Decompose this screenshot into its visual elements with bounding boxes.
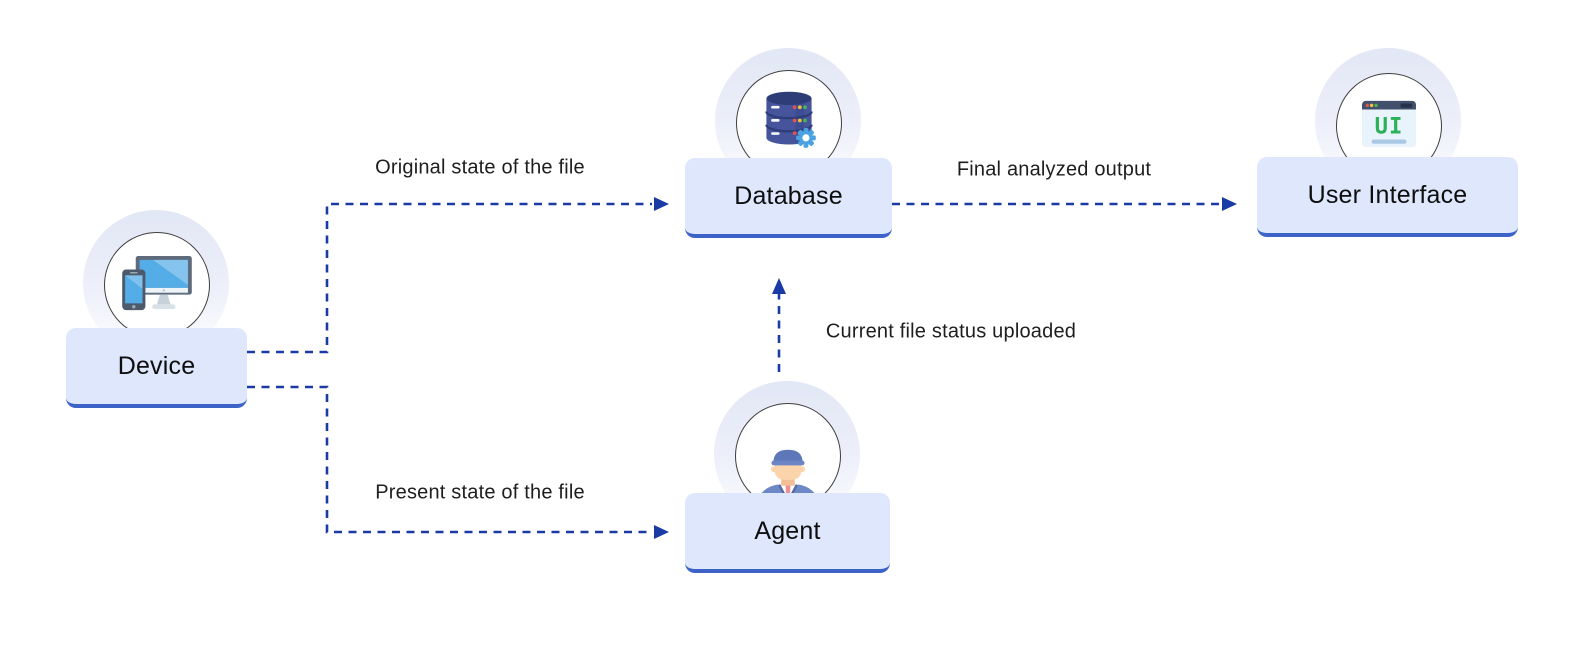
arrowhead-to-agent-icon xyxy=(654,525,669,539)
agent-icon-circle xyxy=(735,403,841,509)
edge-label-final-output: Final analyzed output xyxy=(956,158,1152,181)
browser-ui-icon: UI xyxy=(1361,100,1417,148)
device-icon-circle xyxy=(104,232,210,338)
edge-device-to-agent-line xyxy=(247,385,652,534)
agent-box: Agent xyxy=(685,493,890,573)
database-with-gear-icon xyxy=(765,91,816,148)
database-label: Database xyxy=(734,181,843,210)
user-interface-box: User Interface xyxy=(1257,157,1518,237)
arrowhead-up-to-database-icon xyxy=(772,278,786,294)
database-box: Database xyxy=(685,158,892,238)
device-box: Device xyxy=(66,328,247,408)
arrowhead-to-database-icon xyxy=(654,197,669,211)
edge-device-to-database-line xyxy=(247,202,652,354)
arrowhead-to-ui-icon xyxy=(1222,197,1237,211)
desktop-and-phone-icon xyxy=(122,256,192,311)
agent-label: Agent xyxy=(754,516,821,545)
edge-label-current-status: Current file status uploaded xyxy=(825,320,1077,343)
edge-label-present-state: Present state of the file xyxy=(375,481,585,504)
user-interface-label: User Interface xyxy=(1307,180,1468,209)
edge-label-original-state: Original state of the file xyxy=(375,156,585,179)
device-label: Device xyxy=(117,351,196,380)
ui-icon-text: UI xyxy=(1375,114,1404,140)
